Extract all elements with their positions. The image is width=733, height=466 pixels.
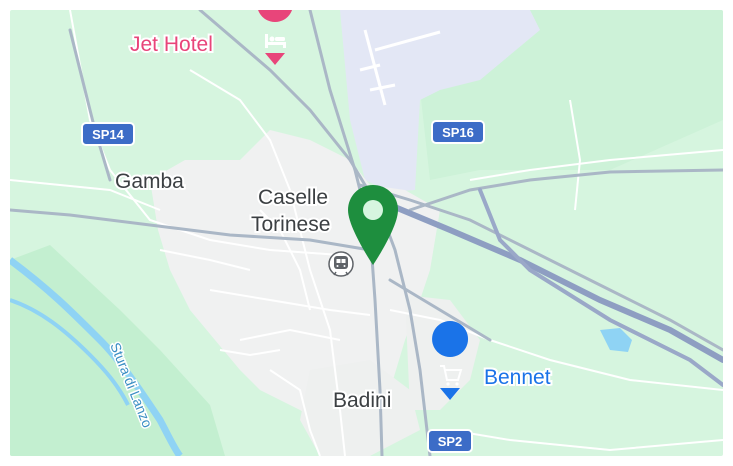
road-shield-sp14: SP14 [81,122,135,146]
airport-area [340,10,540,192]
motorway [387,202,723,363]
poi-bennet[interactable]: Bennet [432,321,553,400]
urban-area-badini [300,360,420,456]
train-station[interactable] [328,251,354,277]
road-shield-sp2: SP2 [427,429,473,453]
poi-bennet-label[interactable]: Bennet [482,364,553,391]
place-label-caselle-line1[interactable]: Caselle [256,184,330,211]
poi-jet-hotel[interactable]: Jet Hotel [128,10,293,65]
river-stura-di-lanzo [10,257,183,456]
map-svg[interactable]: SP14 SP16 SP2 Gamba Caselle Torinese Bad… [10,10,723,456]
hotel-bed-icon [265,34,286,48]
poi-jet-hotel-label[interactable]: Jet Hotel [128,31,215,58]
location-marker[interactable] [348,185,398,265]
place-label-caselle-line2[interactable]: Torinese [249,211,332,238]
minor-roads [10,10,723,456]
place-label-gamba[interactable]: Gamba [113,168,186,195]
location-pin-icon[interactable] [348,185,398,265]
small-lake [600,328,632,352]
shopping-cart-icon [440,365,463,386]
poi-bennet-marker[interactable] [432,321,469,357]
motorway-link [478,188,723,387]
road-shield-sp16: SP16 [431,120,485,144]
poi-jet-hotel-marker[interactable] [257,10,293,22]
road-shield-sp14-label: SP14 [92,127,125,142]
park-area-south-west [10,245,225,456]
road-shield-sp16-label: SP16 [442,125,474,140]
map-canvas[interactable]: SP14 SP16 SP2 Gamba Caselle Torinese Bad… [10,10,723,456]
airport-runways [359,29,441,106]
train-icon [333,256,349,276]
road-shield-sp2-label: SP2 [438,434,463,449]
place-label-badini[interactable]: Badini [331,387,393,414]
place-labels: Gamba Caselle Torinese Badini [113,168,393,414]
river-branch [10,298,130,406]
